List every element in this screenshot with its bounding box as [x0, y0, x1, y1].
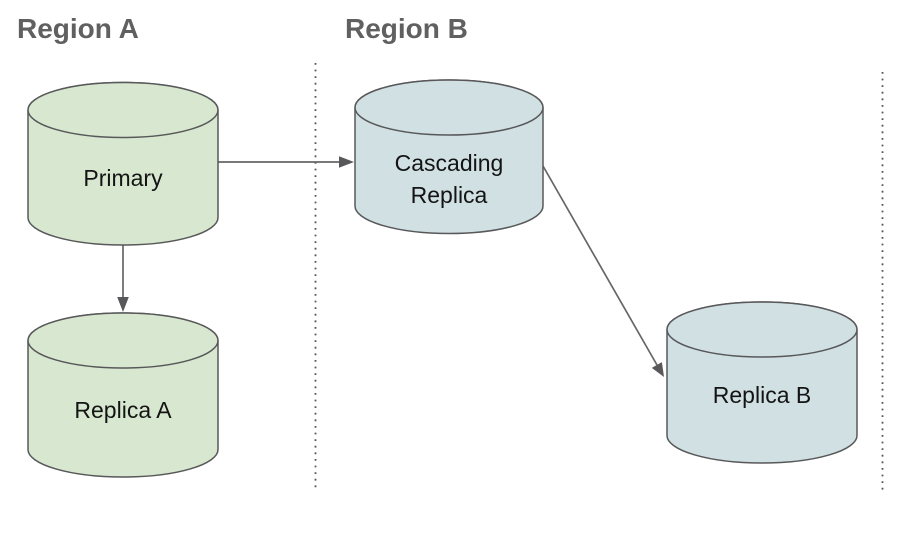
node-replica-a-label: Replica A — [74, 397, 172, 423]
arrow-primary-to-cascading-replica — [218, 156, 354, 168]
arrow-cascading-replica-to-replica-b — [542, 165, 664, 377]
region-a-title: Region A — [17, 13, 139, 44]
arrowhead-icon — [339, 156, 354, 168]
node-primary-database: Primary — [27, 81, 219, 246]
cylinder-top — [27, 312, 219, 369]
cylinder-top — [354, 79, 544, 136]
node-replica-a-database: Replica A — [27, 312, 219, 478]
arrowhead-icon — [117, 297, 129, 312]
arrowhead-icon — [651, 362, 664, 377]
node-cascading-replica-label-line1: Cascading — [395, 150, 504, 176]
node-replica-b-label: Replica B — [713, 382, 811, 408]
arrow-primary-to-replica-a — [117, 245, 129, 312]
node-replica-b-database: Replica B — [666, 301, 858, 464]
node-cascading-replica-label-line2: Replica — [411, 182, 488, 208]
region-b-title: Region B — [345, 13, 468, 44]
node-primary-label: Primary — [83, 165, 163, 191]
arrow-line — [542, 165, 658, 366]
cylinder-top — [27, 81, 219, 139]
node-cascading-replica-database: Cascading Replica — [354, 79, 544, 235]
cylinder-top — [666, 301, 858, 358]
